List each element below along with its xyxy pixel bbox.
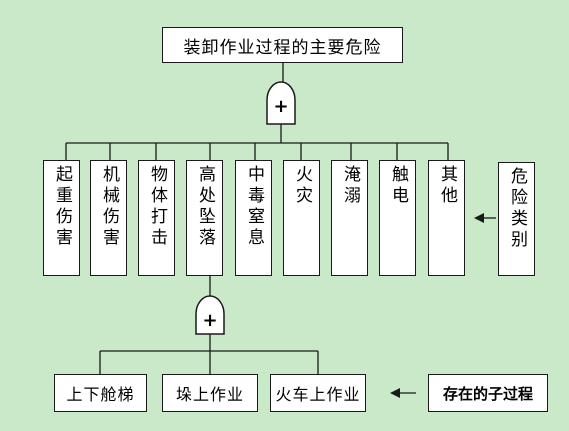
hazard-label: 物体打击 [147,165,167,249]
hazard-box-fire: 火灾 [283,160,320,276]
hazard-label: 高处坠落 [195,165,215,249]
hazard-box-electric-shock: 触电 [379,160,416,276]
or-gate-bottom [195,295,225,335]
hazard-label: 中毒窒息 [244,165,264,249]
subprocess-box-cabin-ladder: 上下舱梯 [54,374,147,412]
arrow-to-subprocesses [390,388,400,398]
hazard-box-lifting-injury: 起重伤害 [43,160,80,276]
hazard-box-fall-from-height: 高处坠落 [186,160,223,276]
hazard-box-drowning: 淹溺 [331,160,368,276]
hazard-box-object-strike: 物体打击 [138,160,175,276]
hazard-label: 其他 [437,165,457,207]
hazard-category-label-box: 危险类别 [498,162,535,276]
hazard-label: 起重伤害 [52,165,72,249]
arrow-to-hazards [474,213,484,223]
or-gate-bottom-symbol: + [202,310,217,331]
or-gate-top [266,81,296,125]
root-event-title: 装卸作业过程的主要危险 [162,27,403,63]
hazard-label: 火灾 [292,165,312,207]
subprocess-legend-box: 存在的子过程 [428,374,548,412]
hazard-label: 机械伤害 [99,165,119,249]
hazard-box-other: 其他 [428,160,465,276]
or-gate-top-symbol: + [273,96,288,117]
hazard-label: 触电 [388,165,408,207]
hazard-label: 淹溺 [340,165,360,207]
hazard-category-label: 危险类别 [507,167,527,251]
subprocess-box-stack-work: 垛上作业 [162,374,258,412]
hazard-box-poisoning-suffocation: 中毒窒息 [235,160,272,276]
hazard-box-mechanical-injury: 机械伤害 [90,160,127,276]
subprocess-box-train-work: 火车上作业 [270,374,366,412]
